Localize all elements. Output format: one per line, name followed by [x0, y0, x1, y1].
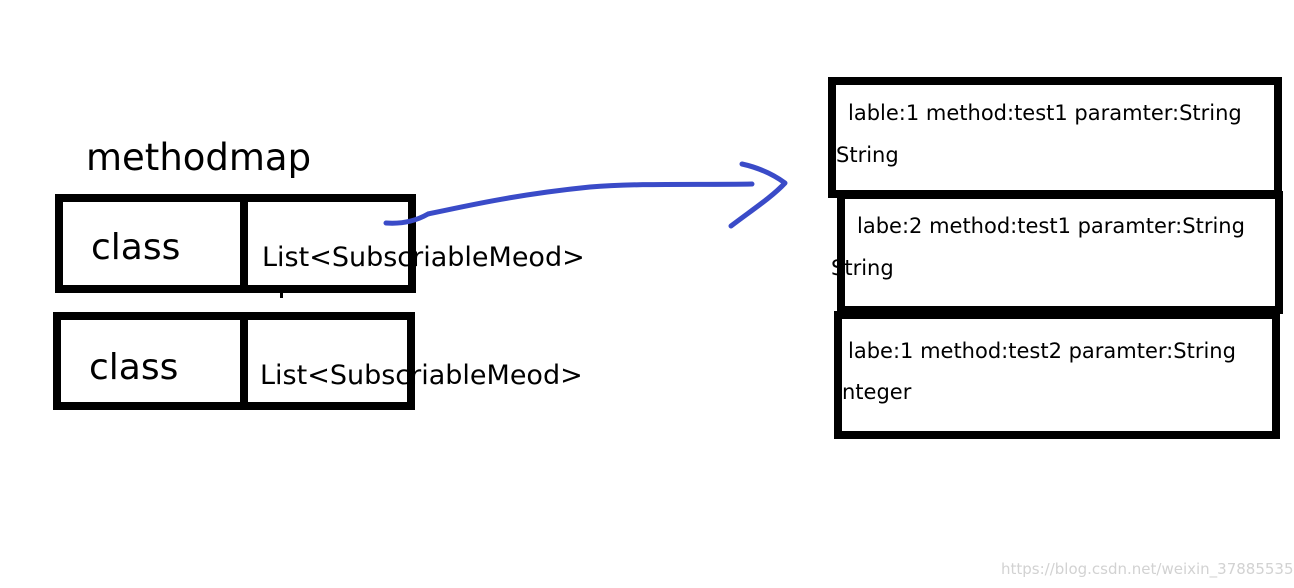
stray-mark [280, 292, 283, 298]
entry-line: String [836, 143, 899, 167]
map-row-1: class [55, 194, 416, 293]
arrow-head [728, 161, 788, 229]
arrow-shaft [383, 181, 755, 226]
watermark-text: https://blog.csdn.net/weixin_37885535 [1001, 560, 1294, 578]
row-divider [240, 320, 248, 402]
entry-line: labe:1 method:test2 paramter:String [848, 339, 1236, 363]
row-value-label: List<SubscriableMeod> [260, 360, 583, 391]
row-value-label: List<SubscriableMeod> [262, 242, 585, 273]
map-row-2: class [53, 312, 415, 410]
row-divider [240, 202, 248, 285]
row-key-label: class [89, 347, 179, 388]
entry-line: labe:2 method:test1 paramter:String [857, 214, 1245, 238]
entry-line: String [831, 256, 894, 280]
method-entry-1 [828, 77, 1282, 198]
method-entry-3 [834, 311, 1280, 439]
method-entry-2 [837, 191, 1283, 314]
entry-line: lable:1 method:test1 paramter:String [848, 101, 1242, 125]
methodmap-title: methodmap [86, 136, 312, 179]
entry-line: nteger [842, 380, 912, 404]
row-key-label: class [91, 227, 181, 268]
